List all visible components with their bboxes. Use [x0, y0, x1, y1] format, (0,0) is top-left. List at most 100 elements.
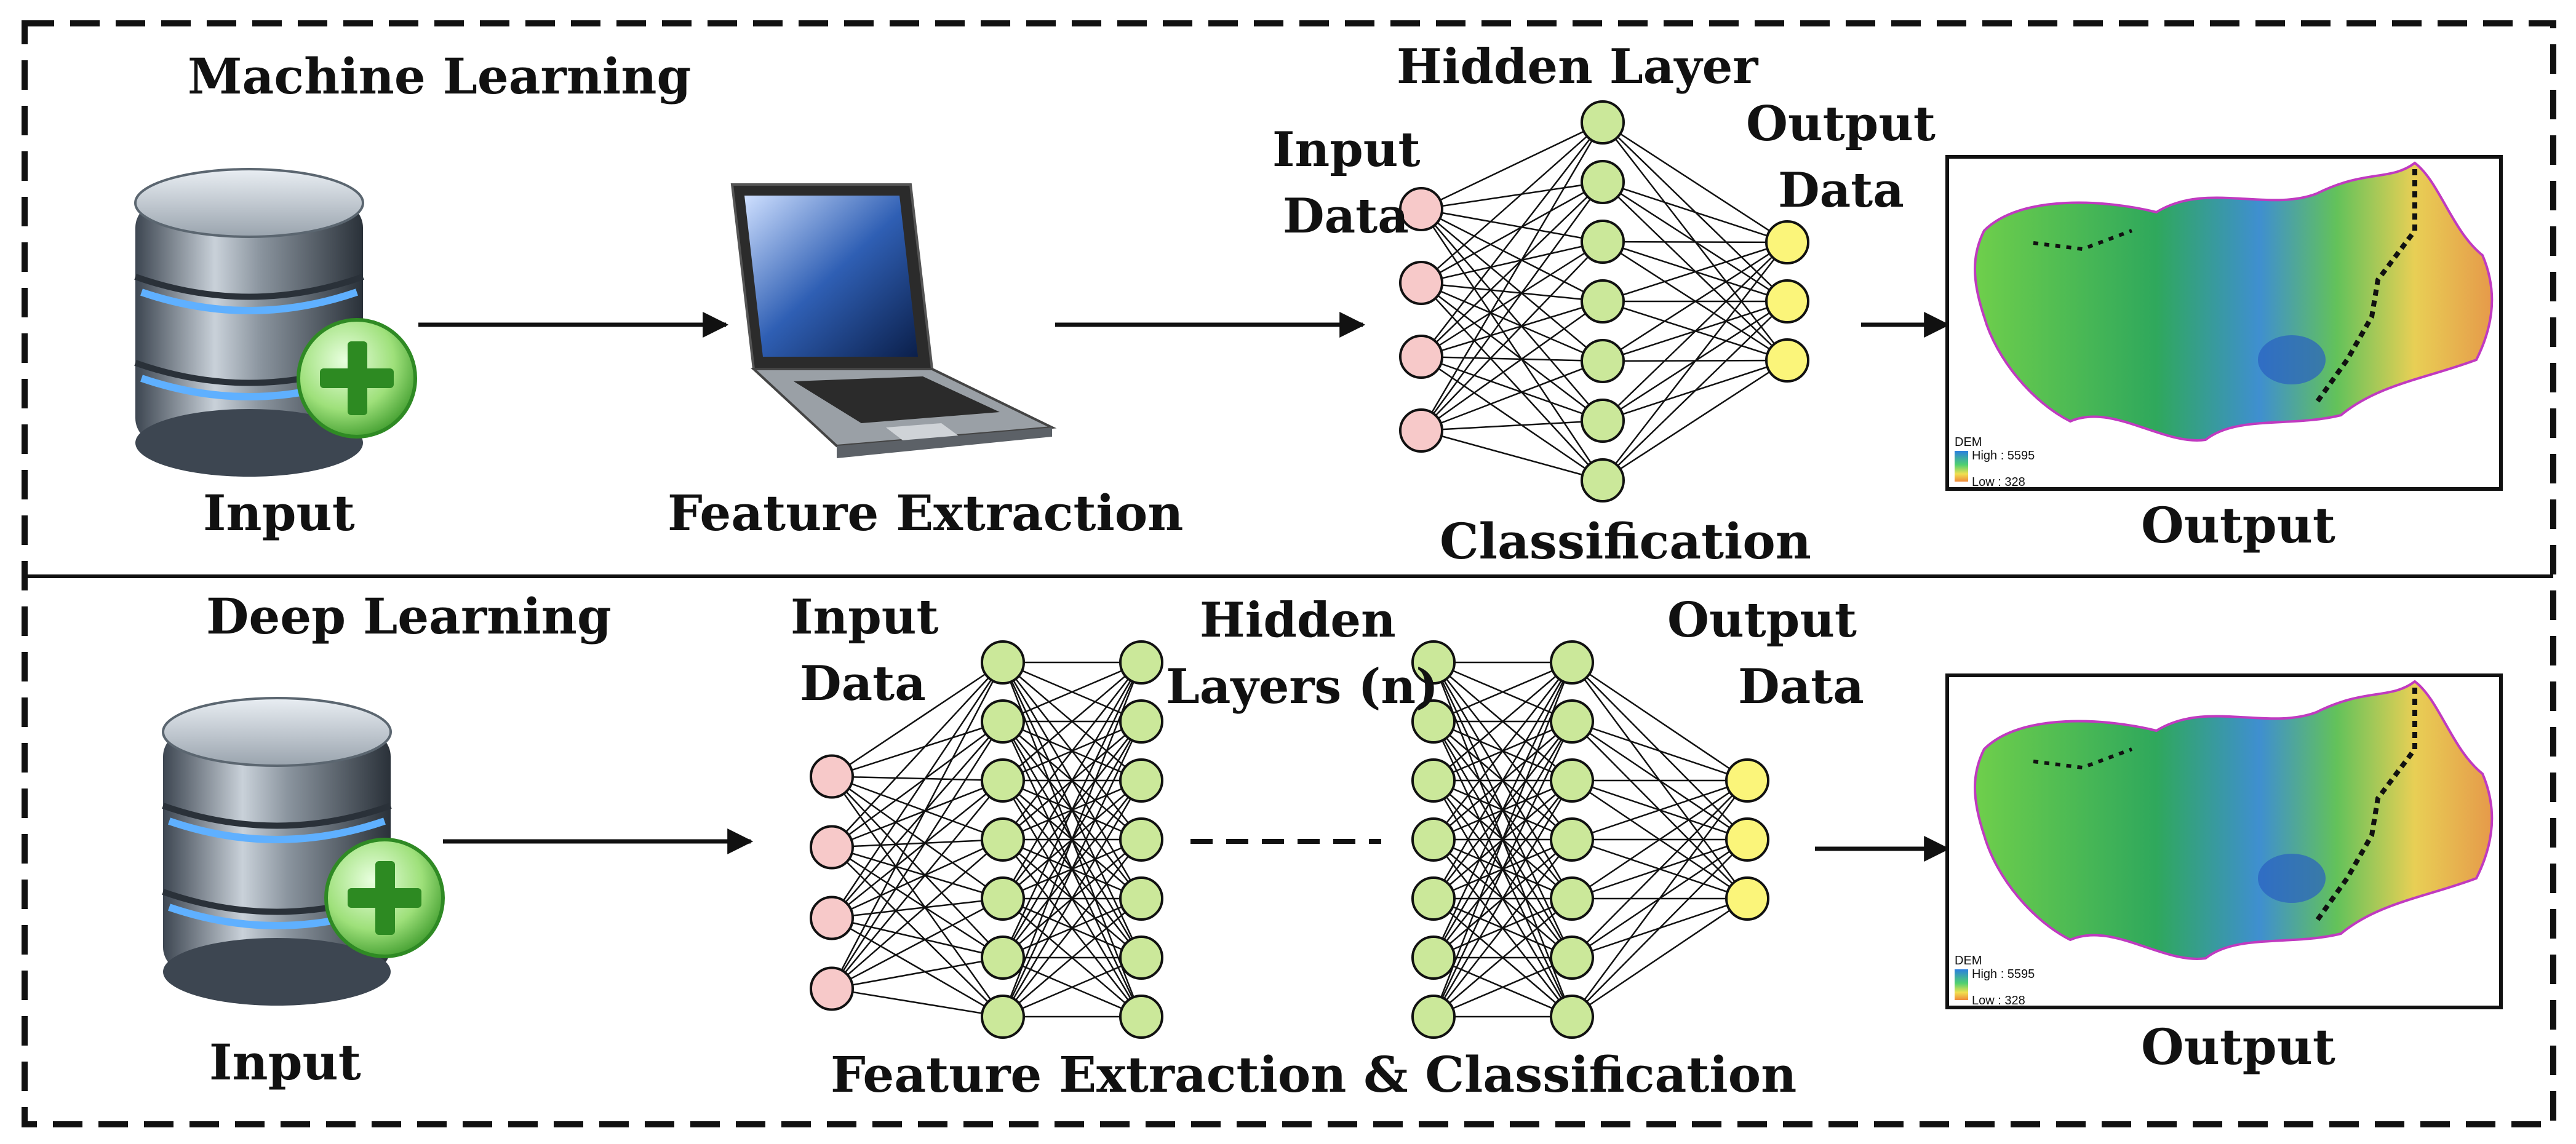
ml-input-node [1399, 335, 1443, 379]
dl-hidden-node [1411, 876, 1456, 921]
dl-hidden-node [1119, 876, 1163, 921]
map-legend-low: Low : 328 [1972, 994, 2025, 1007]
ml-output-data-label-line1: Output [1746, 96, 1936, 152]
ml-connection [1602, 301, 1788, 481]
dl-connection [831, 721, 1003, 919]
dl-hidden-node [1119, 699, 1163, 744]
ml-connection [1602, 359, 1788, 482]
ml-connections [1420, 121, 1788, 482]
ml-connection [1421, 240, 1603, 284]
ml-output-node [1765, 338, 1809, 383]
ml-connection [1421, 121, 1603, 210]
dl-connection [1432, 662, 1573, 958]
dl-connection [831, 838, 1003, 919]
ml-connection [1421, 122, 1603, 284]
ml-connection [1421, 181, 1603, 284]
ml-connection [1602, 242, 1788, 481]
laptop-icon [730, 183, 1057, 458]
ml-neural-network [1399, 100, 1809, 502]
dl-connection [831, 662, 1003, 848]
dl-connection [831, 838, 1003, 848]
dl-connection [831, 897, 1003, 990]
dl-hidden-node [1119, 758, 1163, 803]
dl-connection [831, 897, 1003, 919]
dl-connection [831, 988, 1003, 1018]
ml-connection [1602, 181, 1788, 244]
ml-input-data-label-line2: Data [1283, 188, 1409, 244]
ml-connection [1421, 240, 1603, 358]
map-legend-high: High : 5595 [1972, 967, 2035, 981]
dl-connection [831, 662, 1004, 919]
dl-output-node [1725, 758, 1769, 803]
ml-connection [1602, 242, 1788, 421]
ml-hidden-node [1581, 220, 1625, 264]
dl-connection [1002, 662, 1142, 840]
ml-hidden-label: Hidden Layer [1397, 39, 1758, 95]
dl-connection [831, 721, 1004, 990]
dl-hidden-node [1411, 935, 1456, 980]
dl-connection [1571, 897, 1748, 1018]
dl-connection [1433, 661, 1573, 723]
dl-hidden-node [1550, 699, 1594, 744]
dl-hidden-node [1119, 995, 1163, 1039]
dl-hidden-node [1411, 640, 1456, 685]
ml-connection [1421, 300, 1603, 432]
dl-input-node [810, 966, 854, 1011]
ml-connection [1602, 241, 1788, 303]
dl-connection [831, 776, 1003, 782]
ml-connection [1421, 208, 1603, 243]
ml-hidden-node [1581, 458, 1625, 502]
ml-connection [1421, 209, 1603, 362]
dl-connection [1433, 898, 1573, 1017]
dl-connection [1432, 662, 1573, 1017]
dl-connection [831, 780, 1003, 990]
map-legend-high: High : 5595 [1972, 449, 2035, 463]
ml-connection [1421, 208, 1603, 303]
dl-connection [1571, 779, 1748, 841]
dl-connection [1571, 661, 1748, 782]
ml-hidden-node [1581, 339, 1625, 383]
ml-input-data-label-line1: Input [1272, 122, 1420, 178]
ml-title: Machine Learning [188, 47, 691, 105]
dl-output-data-label-line1: Output [1667, 592, 1857, 648]
map-legend-title: DEM [1955, 435, 1982, 449]
dl-feature-classification-label: Feature Extraction & Classification [831, 1046, 1796, 1103]
dl-connection [831, 776, 1003, 958]
dl-connection [1002, 780, 1142, 1017]
dl-hidden-node [981, 995, 1025, 1039]
dl-connection [1002, 662, 1142, 899]
dl-connection [831, 917, 1003, 959]
ml-classification-label: Classification [1440, 512, 1811, 570]
dl-connection [1432, 780, 1573, 1017]
dl-input-node [810, 754, 854, 799]
dl-connection [831, 846, 1003, 959]
ml-output-data-label-line2: Data [1778, 162, 1904, 218]
map-legend-title: DEM [1955, 954, 1982, 967]
ml-input-label: Input [203, 484, 355, 542]
dl-connection [1002, 662, 1142, 1017]
dl-hidden-node [981, 640, 1025, 685]
dl-connection [1571, 720, 1748, 782]
dl-connection [1002, 839, 1142, 1017]
dl-connection [831, 779, 1003, 848]
ml-connection [1421, 181, 1603, 210]
ml-connection [1421, 241, 1603, 431]
dl-connection [1002, 956, 1142, 1018]
ml-connection [1420, 181, 1604, 431]
database-add-icon [134, 168, 417, 477]
dl-connection [831, 776, 1003, 841]
ml-hidden-node [1581, 399, 1625, 443]
ml-connection [1421, 282, 1603, 303]
dl-output-label: Output [2141, 1018, 2335, 1076]
ml-connection [1602, 241, 1788, 362]
ml-output-node [1765, 279, 1809, 324]
ml-connection [1421, 356, 1603, 482]
ml-connection [1421, 209, 1603, 421]
map-legend: DEM High : 5595 Low : 328 [1955, 435, 2035, 489]
dl-connection [1433, 662, 1573, 781]
dl-connection [1002, 661, 1142, 723]
dl-input-label: Input [209, 1033, 361, 1091]
dl-input-data-label-line2: Data [800, 656, 926, 712]
plus-badge-icon [297, 318, 417, 439]
dl-hidden-node [1119, 640, 1163, 685]
